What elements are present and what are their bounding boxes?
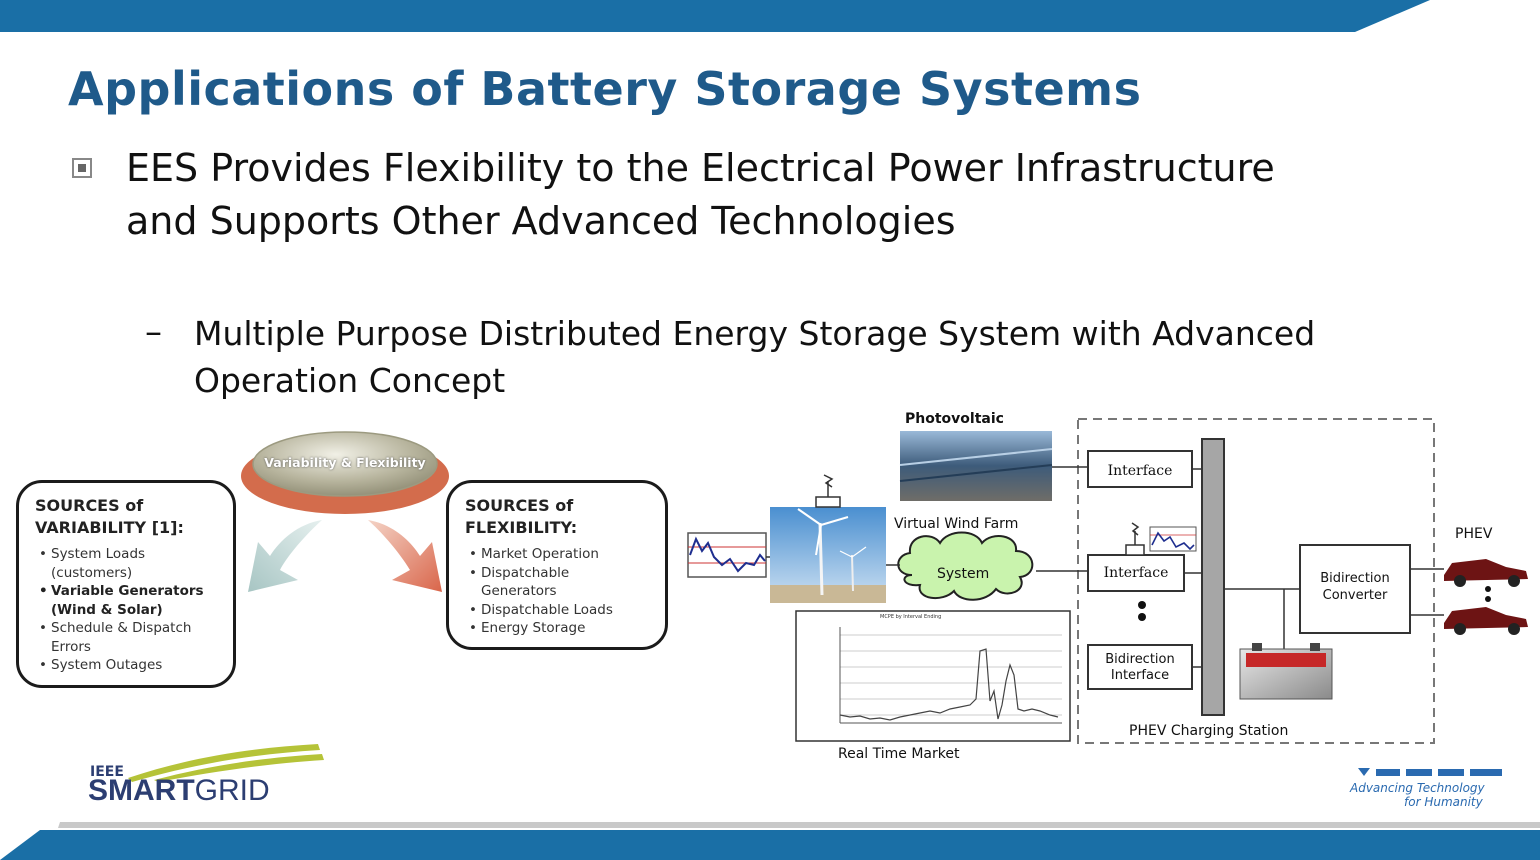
- market-chart-title: MCPE by Interval Ending: [880, 614, 942, 620]
- list-item: Dispatchable Loads: [469, 601, 649, 620]
- flexibility-box: SOURCES of FLEXIBILITY: Market Operation…: [446, 480, 668, 650]
- main-bullet-text: EES Provides Flexibility to the Electric…: [126, 146, 1275, 243]
- flexibility-heading: SOURCES of FLEXIBILITY:: [465, 496, 578, 537]
- ellipsis-dot: [1138, 613, 1146, 621]
- bidirection-converter-box: [1299, 544, 1411, 634]
- slide-title: Applications of Battery Storage Systems: [68, 62, 1142, 116]
- left-curved-arrow: [248, 520, 322, 592]
- phev-label: PHEV: [1455, 526, 1493, 542]
- pv-profile-chart: [1149, 526, 1197, 552]
- sub-bullet-text: Multiple Purpose Distributed Energy Stor…: [194, 314, 1316, 400]
- virtual-wind-farm-label: Virtual Wind Farm: [894, 516, 1019, 532]
- bidirection-interface-box: [1087, 644, 1193, 690]
- wind-turbine-photo: [770, 507, 886, 603]
- photovoltaic-photo: [899, 431, 1053, 501]
- variability-heading: SOURCES of VARIABILITY [1]:: [35, 496, 184, 537]
- list-item: Schedule & Dispatch Errors: [39, 619, 217, 656]
- charging-station-label: PHEV Charging Station: [1129, 723, 1289, 739]
- tagline-line-2: for Humanity: [1404, 795, 1483, 809]
- ieee-logo-mark: [1358, 768, 1502, 776]
- list-item: System Loads (customers): [39, 545, 217, 582]
- wind-profile-chart: [687, 532, 767, 578]
- bidirection-converter-label: Bidirection Converter: [1320, 571, 1390, 603]
- system-cloud: [897, 531, 1034, 601]
- dc-bus-bar: [1201, 438, 1225, 716]
- smartgrid-logo: SMARTGRID: [88, 774, 270, 808]
- system-label: System: [937, 566, 990, 582]
- interface-box-1: [1087, 450, 1193, 488]
- list-item: Dispatchable Generators: [469, 564, 649, 601]
- ellipsis-dot: [1138, 601, 1146, 609]
- list-item: Variable Generators (Wind & Solar): [39, 582, 217, 619]
- list-item: Market Operation: [469, 545, 649, 564]
- antenna-icon: [815, 474, 841, 508]
- bidirection-interface-label: Bidirection Interface: [1105, 652, 1175, 683]
- real-time-market-chart: [795, 610, 1071, 742]
- ieee-logo-prefix: IEEE: [90, 764, 124, 780]
- variability-box: SOURCES of VARIABILITY [1]: System Loads…: [16, 480, 236, 688]
- real-time-market-label: Real Time Market: [838, 746, 960, 762]
- phev-car-icon: [1444, 559, 1528, 587]
- ellipsis-dot: [1485, 596, 1491, 602]
- variability-flexibility-diagram: Variability & Flexibility SOURCES of VAR…: [0, 420, 680, 700]
- tagline-line-1: Advancing Technology: [1350, 781, 1485, 795]
- diagram-arrows: [241, 431, 449, 592]
- grid-wordmark: GRID: [194, 774, 270, 807]
- storage-system-diagram: [687, 418, 1528, 744]
- sub-bullet-dash: –: [145, 312, 162, 352]
- variability-flexibility-label: Variability & Flexibility: [264, 455, 426, 470]
- battery-photo: [1239, 643, 1333, 700]
- header-band: [0, 0, 1430, 32]
- charging-station-boundary: [1077, 418, 1435, 744]
- ellipsis-dot: [1485, 586, 1491, 592]
- footer-band: [0, 822, 1540, 860]
- antenna-icon: [1125, 522, 1145, 556]
- disk-top: [252, 431, 438, 497]
- interface-label-2: Interface: [1103, 565, 1169, 581]
- phev-car-icon: [1444, 607, 1528, 635]
- square-bullet-icon: [72, 158, 92, 178]
- smart-wordmark: SMART: [88, 774, 195, 807]
- right-curved-arrow: [368, 520, 442, 592]
- interface-label-1: Interface: [1107, 463, 1173, 479]
- list-item: System Outages: [39, 656, 217, 675]
- list-item: Energy Storage: [469, 619, 649, 638]
- ieee-smartgrid-swoosh: [128, 744, 324, 782]
- photovoltaic-label: Photovoltaic: [905, 411, 1004, 427]
